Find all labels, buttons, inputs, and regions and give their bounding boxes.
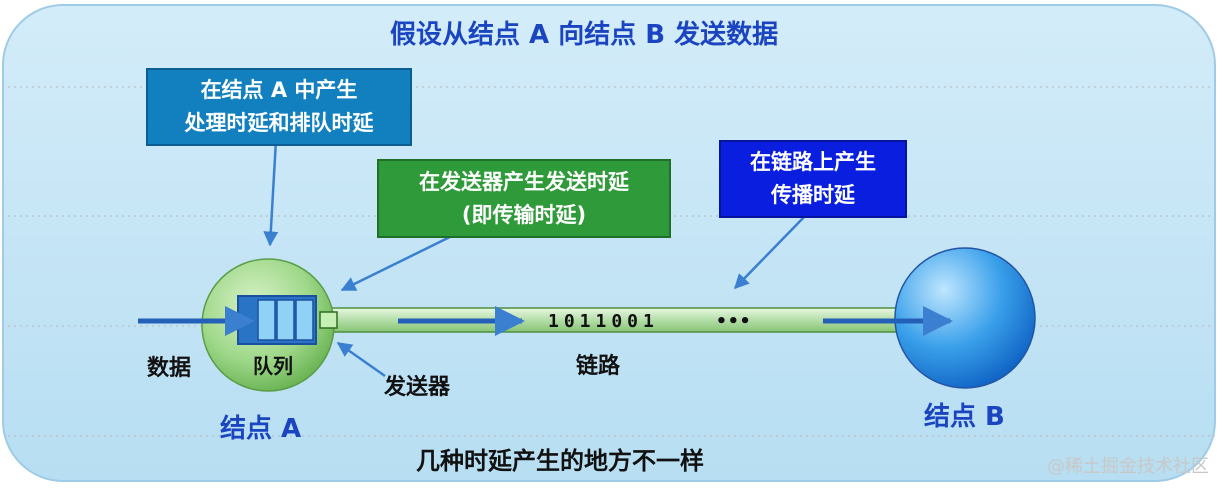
label-sender: 发送器 [384,375,451,400]
callout-transmission-delay: 在发送器产生发送时延 (即传输时延) [377,159,671,238]
pointer-node-a [263,139,279,247]
queue-slot [257,299,276,341]
label-node-b: 结点 B [924,402,1005,432]
caption: 几种时延产生的地方不一样 [416,447,704,475]
label-ellipsis: ••• [716,311,752,332]
label-data: 数据 [147,356,192,381]
label-bits: 1011001 [548,311,659,332]
pointer-link [733,214,807,290]
callout-node-a-delays: 在结点 A 中产生 处理时延和排队时延 [146,68,412,146]
diagram-title: 假设从结点 A 向结点 B 发送数据 [390,20,779,50]
pointer-sender [340,231,459,292]
label-node-a: 结点 A [220,414,302,444]
sender-box [319,311,338,329]
node-b-circle [894,247,1036,389]
watermark: @稀土掘金技术社区 [1047,456,1209,477]
queue-slot [276,299,295,341]
label-link: 链路 [576,354,621,379]
pointer-sender-label [336,341,386,378]
queue-slot [295,299,314,341]
label-queue: 队列 [253,354,293,378]
callout-propagation-delay: 在链路上产生 传播时延 [719,140,907,218]
